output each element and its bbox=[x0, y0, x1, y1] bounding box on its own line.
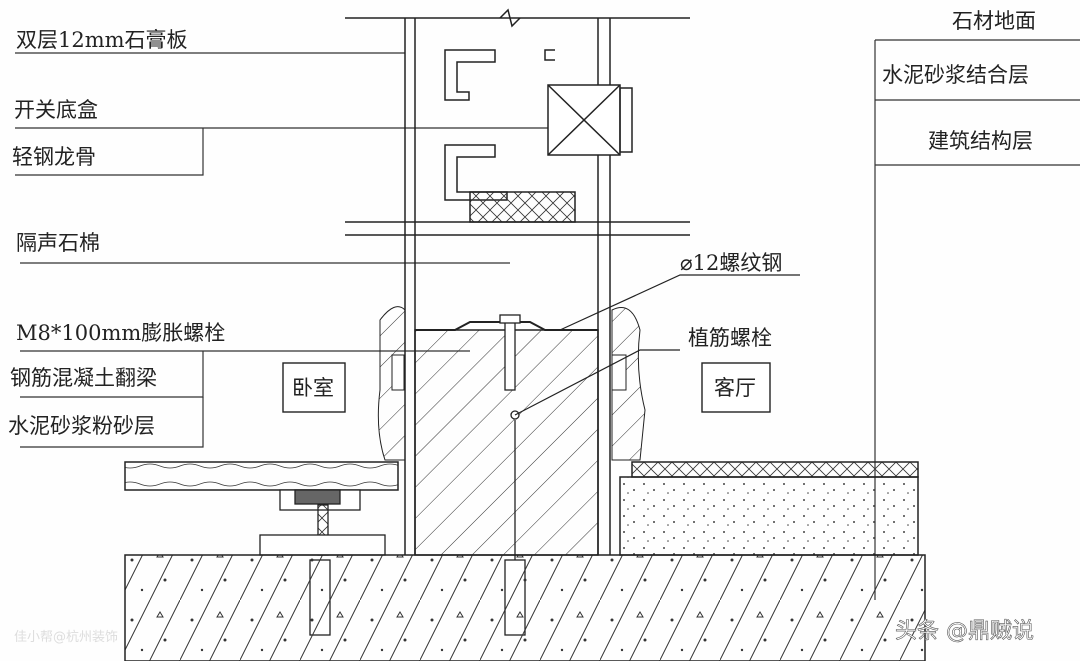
floor-support bbox=[259, 489, 386, 556]
partition-wall bbox=[345, 8, 690, 555]
room-bedroom: 卧室 bbox=[292, 376, 334, 400]
label-gypsum-board: 双层12mm石膏板 bbox=[16, 28, 188, 52]
bedroom-box bbox=[282, 362, 346, 413]
plaster-right bbox=[611, 307, 646, 461]
room-living: 客厅 bbox=[714, 376, 756, 400]
structural-slab bbox=[124, 554, 926, 661]
label-concrete-beam: 钢筋混凝土翻梁 bbox=[10, 366, 157, 390]
label-plaster-layer: 水泥砂浆粉砂层 bbox=[8, 414, 155, 438]
label-stone-floor: 石材地面 bbox=[952, 9, 1036, 33]
label-light-steel-keel: 轻钢龙骨 bbox=[12, 145, 96, 169]
wood-floor bbox=[124, 461, 399, 491]
label-mortar-bond: 水泥砂浆结合层 bbox=[882, 63, 1029, 87]
plaster-left bbox=[377, 306, 406, 461]
living-box bbox=[701, 362, 771, 413]
label-structure-layer: 建筑结构层 bbox=[928, 129, 1033, 153]
label-acoustic-wool: 隔声石棉 bbox=[16, 231, 100, 255]
label-rebar: ⌀12螺纹钢 bbox=[680, 251, 782, 275]
left-leaders bbox=[15, 52, 555, 448]
label-switch-box: 开关底盒 bbox=[14, 98, 98, 122]
stone-floor bbox=[631, 461, 919, 478]
watermark-main: 头条 @鼎贼说 bbox=[895, 619, 1034, 644]
watermark-faint: 佳小帮@杭州装饰 bbox=[14, 630, 118, 645]
label-anchor-bolt: 植筋螺栓 bbox=[688, 326, 772, 350]
mortar-layer bbox=[619, 476, 919, 556]
center-leaders bbox=[514, 274, 800, 416]
label-expansion-bolt: M8*100mm膨胀螺栓 bbox=[16, 321, 225, 345]
